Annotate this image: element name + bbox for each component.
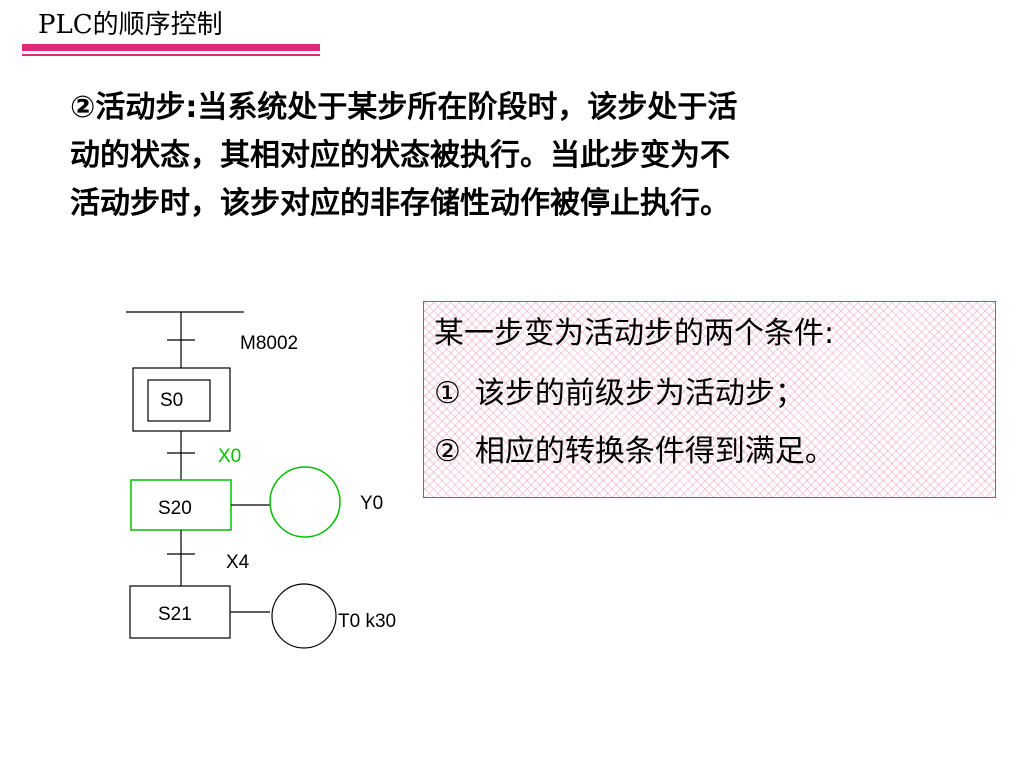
condition-number: ② [434,434,461,469]
label-x0: X0 [218,446,241,467]
action-circle-y0 [269,466,341,538]
title-underline-thin [22,54,320,56]
condition-number: ① [434,376,461,411]
condition-item: ② 相应的转换条件得到满足。 [434,432,835,472]
condition-text: 相应的转换条件得到满足。 [474,434,835,469]
step-box-s21 [129,585,231,639]
label-s21: S21 [158,604,192,625]
label-m8002: M8002 [240,333,298,354]
label-s0: S0 [160,390,183,411]
condition-item: ① 该步的前级步为活动步； [434,374,805,414]
conditions-heading: 某一步变为活动步的两个条件: [434,316,835,351]
conditions-box: 某一步变为活动步的两个条件: ① 该步的前级步为活动步； ② 相应的转换条件得到满足… [423,301,996,498]
condition-text: 该步的前级步为活动步； [474,376,805,411]
slide-title: PLC的顺序控制 [38,10,223,40]
label-t0: T0 k30 [338,611,396,632]
action-circle-t0 [271,583,337,649]
main-line: 活动步时，该步对应的非存储性动作被停止执行。 [70,186,730,221]
step-box-s0-inner [147,379,211,422]
main-paragraph: ②活动步:当系统处于某步所在阶段时，该步处于活 动的状态，其相对应的状态被执行。… [70,84,990,228]
main-line: 动的状态，其相对应的状态被执行。当此步变为不 [70,138,730,173]
title-underline [22,44,320,51]
label-y0: Y0 [360,493,383,514]
main-line: ②活动步:当系统处于某步所在阶段时，该步处于活 [70,90,738,125]
label-s20: S20 [158,498,192,519]
label-x4: X4 [226,552,250,573]
